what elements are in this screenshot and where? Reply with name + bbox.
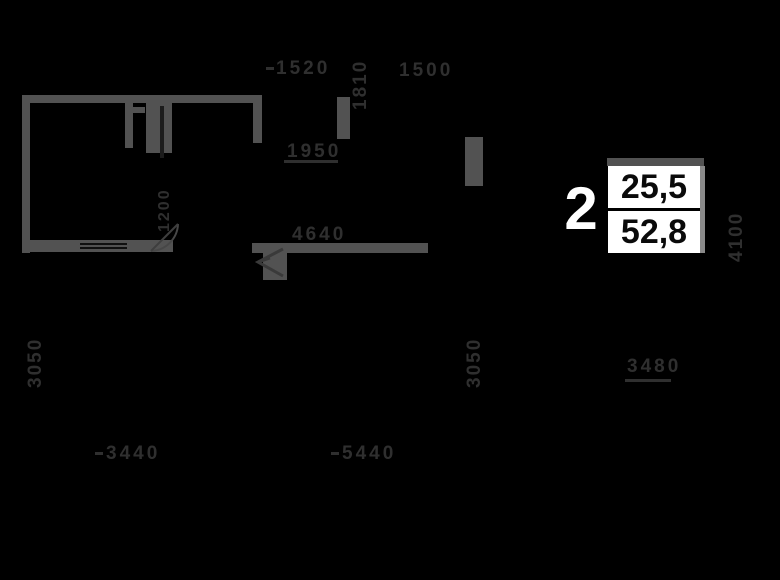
wall-left xyxy=(22,95,30,253)
wall-closet-block xyxy=(146,103,172,153)
dim-label-right-room: 3480 xyxy=(627,356,682,377)
dim-label-top-right: 1500 xyxy=(399,60,454,81)
dim-label-hall: 4640 xyxy=(292,224,347,245)
dim-tick xyxy=(331,452,339,455)
entry-arrow-icon xyxy=(254,247,284,278)
dim-tick xyxy=(95,452,103,455)
wall-bottom-left xyxy=(22,240,173,252)
dim-label-bottom-mid: 5440 xyxy=(342,443,397,464)
dim-label-top-left: 1520 xyxy=(276,58,331,79)
wall-mid-vertical xyxy=(465,137,483,186)
entry-arrow-head-icon xyxy=(257,256,271,264)
dim-label-bottom-left: 3440 xyxy=(106,443,161,464)
wall-partition-hook xyxy=(133,107,145,113)
living-area-value: 25,5 xyxy=(620,167,688,206)
card-divider xyxy=(608,208,700,211)
dim-label-lower-mid-vertical: 3050 xyxy=(464,337,485,388)
card-side-strip xyxy=(700,166,705,253)
dim-label-right-side-vertical: 4100 xyxy=(726,211,747,262)
dim-label-left-inner-vertical: 1200 xyxy=(156,188,173,232)
wall-above-card xyxy=(607,158,704,166)
dim-line xyxy=(284,160,338,163)
dim-line xyxy=(625,379,671,382)
door-arc-icon xyxy=(150,223,179,252)
room-count-label: 2 xyxy=(564,175,598,242)
dim-tick xyxy=(266,67,274,70)
dim-label-lower-left-vertical: 3050 xyxy=(25,337,46,388)
dim-label-upper-mid-vertical: 1810 xyxy=(350,59,371,110)
area-info-card: 25,5 52,8 xyxy=(608,166,700,253)
wall-corridor-horizontal xyxy=(252,243,428,253)
dim-label-kitchen: 1950 xyxy=(287,141,342,162)
wall-mid-stub xyxy=(337,97,350,139)
wall-top xyxy=(22,95,262,103)
total-area-value: 52,8 xyxy=(620,212,688,251)
wall-partition-vertical xyxy=(125,103,133,148)
door-leaf-icon xyxy=(150,223,179,252)
wall-room-right xyxy=(253,95,262,143)
